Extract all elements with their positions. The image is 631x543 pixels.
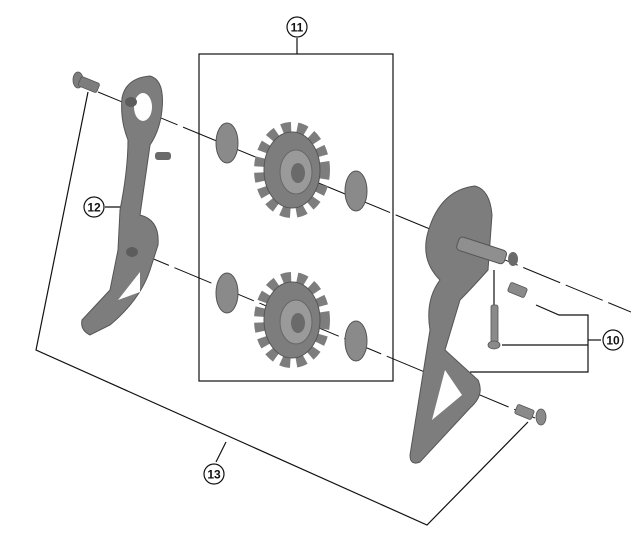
axis-lines (97, 91, 631, 419)
washer (215, 122, 239, 164)
callout-13: 13 (203, 463, 225, 485)
washer (215, 272, 239, 314)
washers (215, 122, 368, 362)
leader-13 (215, 441, 227, 463)
screw-left (72, 71, 100, 93)
plate-hole (134, 93, 152, 121)
pin-head (487, 340, 501, 350)
bracket-13 (35, 91, 529, 526)
callout-label: 11 (291, 21, 304, 35)
axle-end (508, 252, 518, 266)
pulley-set-box (198, 53, 394, 382)
washer (344, 320, 368, 362)
axis-lower (131, 249, 536, 419)
pulley-axle (456, 236, 508, 265)
fixing-bolts (487, 282, 547, 426)
plate-cutout (118, 272, 140, 300)
callout-10: 10 (602, 329, 624, 351)
washer (344, 170, 368, 212)
callout-label: 10 (606, 334, 620, 348)
screw-right (514, 404, 535, 420)
callout-12: 12 (83, 196, 105, 218)
plate-boss-bottom (126, 247, 138, 257)
pin (490, 304, 499, 344)
bolt (507, 282, 528, 298)
outer-plate (409, 185, 493, 464)
pulley-upper (254, 122, 330, 218)
callout-11: 11 (286, 16, 308, 38)
bracket-10 (470, 304, 589, 373)
leader-lines (35, 38, 601, 526)
inner-plate (81, 75, 163, 336)
pulley-lower (254, 272, 330, 368)
outer-plate-cutout (432, 370, 462, 420)
plate-boss-top (125, 97, 137, 107)
callout-label: 13 (207, 468, 221, 482)
screw-right-head (535, 408, 547, 426)
callout-label: 12 (87, 201, 101, 215)
plate-stop-pin (155, 152, 171, 160)
